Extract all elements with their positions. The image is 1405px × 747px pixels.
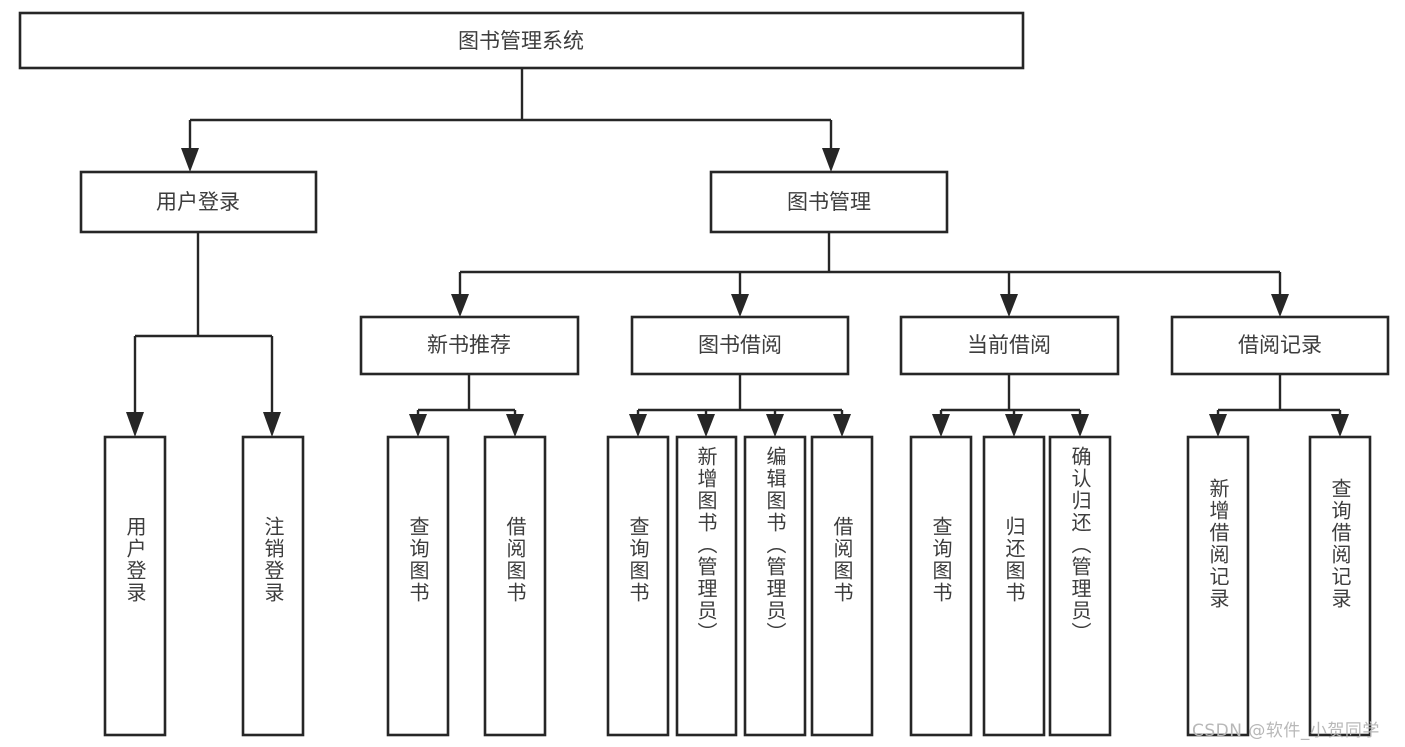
leaf-node-query-record-box[interactable] xyxy=(1308,435,1372,737)
node-borrow-records[interactable]: 借阅记录 xyxy=(1170,315,1390,376)
leaf-node-confirm-return-box[interactable] xyxy=(1048,435,1112,737)
leaf-node-query-book-current-box[interactable] xyxy=(909,435,973,737)
node-current-borrow[interactable]: 当前借阅 xyxy=(899,315,1120,376)
node-current-borrow-box[interactable] xyxy=(899,315,1120,376)
connector-userlogin-to-leaves xyxy=(126,232,281,437)
leaf-node-add-book-box[interactable] xyxy=(675,435,738,737)
node-user-login-box[interactable] xyxy=(79,170,318,234)
node-new-book-recommend[interactable]: 新书推荐 xyxy=(359,315,580,376)
leaf-node-query-book-borrow-box[interactable] xyxy=(606,435,670,737)
node-book-borrow[interactable]: 图书借阅 xyxy=(630,315,850,376)
arrow-head-icon xyxy=(126,412,144,437)
arrow-head-icon xyxy=(1209,414,1227,437)
leaf-nodes-group xyxy=(103,435,1372,737)
arrow-head-icon xyxy=(451,294,469,317)
arrow-head-icon xyxy=(181,148,199,172)
arrow-head-icon xyxy=(731,294,749,317)
node-user-login-label: 用户登录 xyxy=(156,190,240,214)
node-borrow-records-label: 借阅记录 xyxy=(1238,333,1322,357)
arrow-head-icon xyxy=(1071,414,1089,437)
node-root[interactable]: 图书管理系统 xyxy=(18,11,1025,70)
leaf-node-add-record-box[interactable] xyxy=(1186,435,1250,737)
arrow-head-icon xyxy=(1000,294,1018,317)
leaf-node-user-login-box[interactable] xyxy=(103,435,167,737)
node-book-management[interactable]: 图书管理 xyxy=(709,170,949,234)
connector-root-to-level2 xyxy=(181,68,840,172)
leaf-node-edit-book-box[interactable] xyxy=(743,435,807,737)
node-book-borrow-label: 图书借阅 xyxy=(698,333,782,357)
node-user-login[interactable]: 用户登录 xyxy=(79,170,318,234)
arrow-head-icon xyxy=(822,148,840,172)
leaf-node-borrow-book-rec-box[interactable] xyxy=(483,435,547,737)
arrow-head-icon xyxy=(629,414,647,437)
arrow-head-icon xyxy=(1005,414,1023,437)
node-book-management-label: 图书管理 xyxy=(787,190,871,214)
leaf-node-borrow-book-box[interactable] xyxy=(810,435,874,737)
arrow-head-icon xyxy=(766,414,784,437)
node-book-management-box[interactable] xyxy=(709,170,949,234)
connector-bookmgmt-to-level3 xyxy=(451,232,1289,317)
node-new-book-recommend-label: 新书推荐 xyxy=(427,333,511,357)
node-book-borrow-box[interactable] xyxy=(630,315,850,376)
node-borrow-records-box[interactable] xyxy=(1170,315,1390,376)
csdn-watermark: CSDN @软件_小贺同学 xyxy=(1192,721,1380,741)
node-root-box[interactable] xyxy=(18,11,1025,70)
leaf-node-query-book-rec-box[interactable] xyxy=(386,435,450,737)
leaf-node-logout-box[interactable] xyxy=(241,435,305,737)
arrow-head-icon xyxy=(263,412,281,437)
leaf-node-return-book-box[interactable] xyxy=(982,435,1046,737)
connector-borrow-to-leaves xyxy=(629,374,851,437)
arrow-head-icon xyxy=(1331,414,1349,437)
node-new-book-recommend-box[interactable] xyxy=(359,315,580,376)
connector-records-to-leaves xyxy=(1209,374,1349,437)
arrow-head-icon xyxy=(506,414,524,437)
arrow-head-icon xyxy=(1271,294,1289,317)
arrow-head-icon xyxy=(697,414,715,437)
node-root-label: 图书管理系统 xyxy=(458,29,584,53)
arrow-head-icon xyxy=(932,414,950,437)
arrow-head-icon xyxy=(833,414,851,437)
connector-newbook-to-leaves xyxy=(409,374,524,437)
node-current-borrow-label: 当前借阅 xyxy=(967,333,1051,357)
arrow-head-icon xyxy=(409,414,427,437)
connector-current-to-leaves xyxy=(932,374,1089,437)
